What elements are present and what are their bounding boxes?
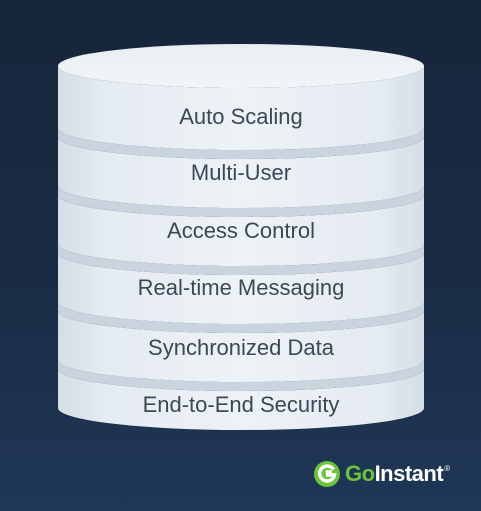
layer-label-access-control: Access Control — [167, 218, 315, 243]
disk-layer-6 — [58, 369, 424, 430]
logo-wordmark-instant: Instant — [374, 461, 444, 486]
layer-label-auto-scaling: Auto Scaling — [179, 104, 303, 129]
disk-layer-5 — [58, 311, 424, 382]
layer-labels: Auto Scaling Multi-User Access Control R… — [138, 104, 345, 417]
disk-separator-4 — [58, 302, 424, 333]
disk-separator-1 — [58, 128, 424, 159]
logo-wordmark: GoInstant — [345, 460, 444, 488]
layer-label-synchronized-data: Synchronized Data — [148, 335, 335, 360]
layer-label-end-to-end-security: End-to-End Security — [143, 392, 340, 417]
cylinder-top — [58, 44, 424, 88]
logo-wordmark-go: Go — [345, 461, 375, 486]
disk-layer-1 — [58, 66, 424, 150]
registered-mark: ® — [444, 464, 451, 473]
disk-layer-3 — [58, 195, 424, 266]
cylinder-body — [58, 44, 424, 430]
disk-separator-2 — [58, 186, 424, 217]
goinstant-g-icon — [314, 461, 340, 487]
disk-separator-3 — [58, 244, 424, 275]
disk-separator-5 — [58, 360, 424, 391]
disk-layer-4 — [58, 253, 424, 324]
goinstant-logo: GoInstant ® — [313, 459, 450, 489]
disk-layer-2 — [58, 137, 424, 208]
layer-label-real-time-messaging: Real-time Messaging — [138, 275, 345, 300]
layer-label-multi-user: Multi-User — [191, 160, 291, 185]
